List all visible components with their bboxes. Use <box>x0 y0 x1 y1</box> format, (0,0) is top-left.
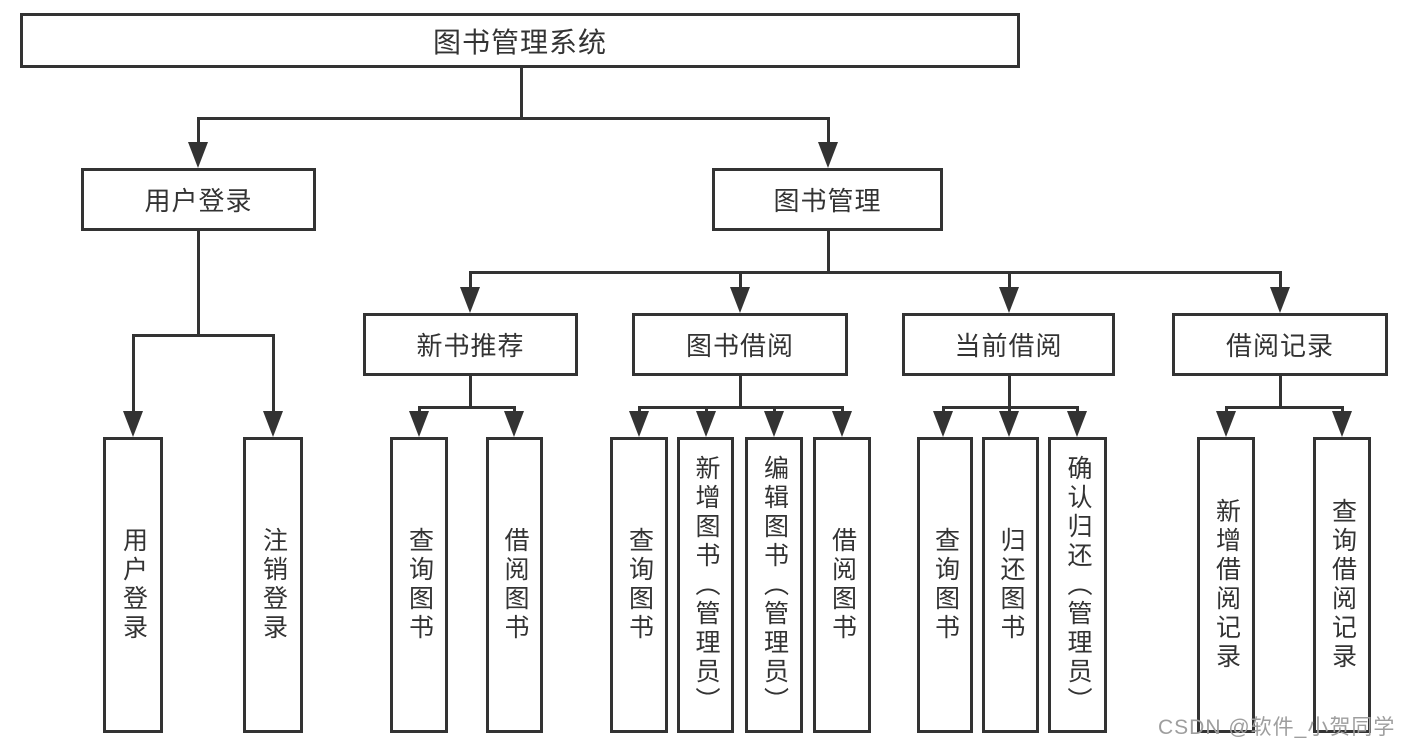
node-root: 图书管理系统 <box>20 13 1020 68</box>
node-label: 新增借阅记录 <box>1212 498 1241 672</box>
connector-line-horizontal <box>131 334 275 337</box>
node-leaf-query-book-3: 查询图书 <box>917 437 973 733</box>
arrow-down-icon <box>1332 411 1352 437</box>
arrow-down-icon <box>818 142 838 168</box>
node-leaf-borrow-book-1: 借阅图书 <box>486 437 543 733</box>
node-leaf-add-borrow-record: 新增借阅记录 <box>1197 437 1255 733</box>
node-current-borrow: 当前借阅 <box>902 313 1115 376</box>
node-label: 查询图书 <box>405 527 434 643</box>
connector-arrow-stem <box>826 118 830 152</box>
node-label: 图书管理 <box>773 186 882 216</box>
connector-arrow-stem <box>1278 272 1282 297</box>
connector-line-horizontal <box>196 117 830 120</box>
node-label: 查询借阅记录 <box>1328 498 1357 672</box>
arrow-down-icon <box>1216 411 1236 437</box>
arrow-down-icon <box>832 411 852 437</box>
connector-line-horizontal <box>468 271 1282 274</box>
connector-arrow-stem <box>468 272 472 297</box>
node-leaf-edit-book: 编辑图书（管理员） <box>745 437 803 733</box>
node-leaf-user-login: 用户登录 <box>103 437 163 733</box>
node-label: 图书管理系统 <box>432 26 607 58</box>
arrow-down-icon <box>263 411 283 437</box>
connector-line-vertical <box>196 231 200 337</box>
arrow-down-icon <box>730 287 750 313</box>
node-label: 归还图书 <box>997 527 1025 643</box>
arrow-down-icon <box>123 411 143 437</box>
node-leaf-return-book: 归还图书 <box>982 437 1039 733</box>
connector-line-horizontal <box>637 406 844 409</box>
connector-line-vertical <box>826 231 830 274</box>
arrow-down-icon <box>999 287 1019 313</box>
node-label: 查询图书 <box>931 527 960 643</box>
connector-arrow-stem <box>1007 272 1011 297</box>
node-label: 借阅图书 <box>828 527 857 643</box>
connector-line-vertical <box>1278 376 1282 409</box>
connector-line-vertical <box>519 68 523 120</box>
connector-arrow-stem <box>271 335 275 421</box>
connector-line-vertical <box>1007 376 1011 409</box>
arrow-down-icon <box>629 411 649 437</box>
arrow-down-icon <box>999 411 1019 437</box>
arrow-down-icon <box>1270 287 1290 313</box>
node-label: 注销登录 <box>259 527 288 643</box>
connector-line-horizontal <box>1224 406 1344 409</box>
node-book-mgmt: 图书管理 <box>712 168 943 231</box>
arrow-down-icon <box>696 411 716 437</box>
node-label: 编辑图书（管理员） <box>760 454 789 716</box>
node-leaf-borrow-book-2: 借阅图书 <box>813 437 871 733</box>
node-new-book-recommend: 新书推荐 <box>363 313 578 376</box>
node-borrow-record: 借阅记录 <box>1172 313 1388 376</box>
connector-arrow-stem <box>738 272 742 297</box>
node-label: 新书推荐 <box>416 331 525 361</box>
arrow-down-icon <box>764 411 784 437</box>
node-leaf-query-book-1: 查询图书 <box>390 437 448 733</box>
node-label: 借阅记录 <box>1225 331 1334 361</box>
node-label: 借阅图书 <box>501 527 529 643</box>
arrow-down-icon <box>933 411 953 437</box>
node-leaf-confirm-return: 确认归还（管理员） <box>1048 437 1107 733</box>
node-label: 查询图书 <box>625 527 654 643</box>
node-label: 图书借阅 <box>685 331 794 361</box>
arrow-down-icon <box>460 287 480 313</box>
node-leaf-query-book-2: 查询图书 <box>610 437 668 733</box>
arrow-down-icon <box>188 142 208 168</box>
connector-arrow-stem <box>131 335 135 421</box>
node-label: 确认归还（管理员） <box>1064 454 1092 716</box>
connector-line-horizontal <box>417 406 516 409</box>
arrow-down-icon <box>1067 411 1087 437</box>
connector-arrow-stem <box>196 118 200 152</box>
node-label: 新增图书（管理员） <box>692 454 720 716</box>
node-book-borrow: 图书借阅 <box>632 313 848 376</box>
arrow-down-icon <box>504 411 524 437</box>
node-leaf-add-book: 新增图书（管理员） <box>677 437 734 733</box>
node-leaf-query-borrow-record: 查询借阅记录 <box>1313 437 1371 733</box>
node-label: 用户登录 <box>119 527 148 643</box>
connector-line-vertical <box>468 376 472 409</box>
connector-line-vertical <box>738 376 742 409</box>
csdn-watermark: CSDN @软件_小贺同学 <box>1158 716 1396 739</box>
node-user-login: 用户登录 <box>81 168 316 231</box>
arrow-down-icon <box>409 411 429 437</box>
node-label: 用户登录 <box>144 186 253 216</box>
node-label: 当前借阅 <box>954 331 1063 361</box>
node-leaf-logout: 注销登录 <box>243 437 303 733</box>
